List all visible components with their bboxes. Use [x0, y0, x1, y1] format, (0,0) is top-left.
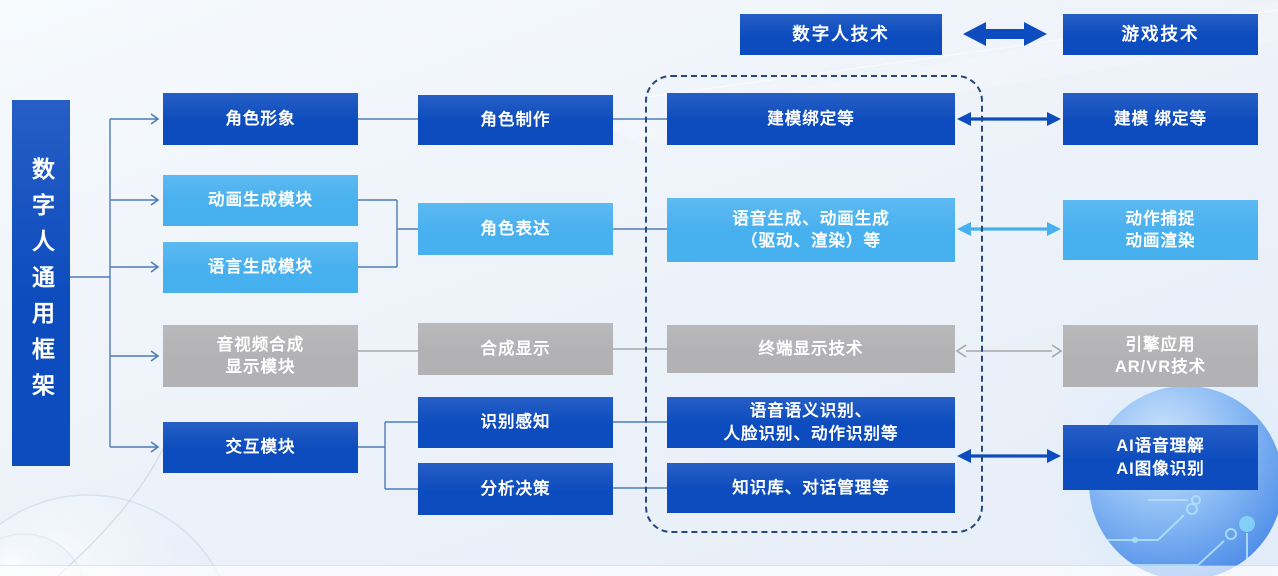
module-stage-links — [358, 118, 418, 490]
header-game-tech: 游戏技术 — [1063, 14, 1258, 55]
row4-double-arrow-icon — [957, 449, 1061, 463]
box-analysis-decision: 分析决策 — [418, 463, 613, 515]
box-recognition-perception: 识别感知 — [418, 397, 613, 448]
digital-human-tech-boundary — [645, 75, 983, 533]
box-knowledge-dialog: 知识库、对话管理等 — [667, 463, 955, 513]
framework-branch-lines — [70, 113, 160, 453]
box-game-modeling-binding: 建模 绑定等 — [1063, 93, 1258, 145]
header-digital-human-tech: 数字人技术 — [740, 14, 942, 55]
box-modeling-binding: 建模绑定等 — [667, 93, 955, 145]
row3-double-arrow-icon — [955, 344, 1063, 358]
framework-title: 数字人通用框架 — [12, 100, 70, 466]
box-motion-capture-render: 动作捕捉 动画渲染 — [1063, 200, 1258, 260]
box-voice-animation-generation: 语音生成、动画生成 （驱动、渲染）等 — [667, 198, 955, 262]
box-language-module: 语言生成模块 — [163, 242, 358, 293]
box-role-image: 角色形象 — [163, 93, 358, 145]
box-terminal-display: 终端显示技术 — [667, 325, 955, 373]
box-composite-display: 合成显示 — [418, 323, 613, 375]
stage-tech-links — [613, 118, 667, 489]
box-engine-arvr: 引擎应用 AR/VR技术 — [1063, 325, 1258, 387]
box-av-display-module: 音视频合成 显示模块 — [163, 325, 358, 387]
box-speech-face-recognition: 语音语义识别、 人脸识别、动作识别等 — [667, 397, 955, 448]
row1-double-arrow-icon — [957, 112, 1061, 126]
box-ai-speech-image: AI语音理解 AI图像识别 — [1063, 425, 1258, 490]
box-interaction-module: 交互模块 — [163, 422, 358, 473]
decorative-curve — [57, 437, 169, 576]
box-animation-module: 动画生成模块 — [163, 175, 358, 226]
row2-double-arrow-icon — [957, 222, 1061, 236]
box-role-expression: 角色表达 — [418, 203, 613, 255]
glass-bubble-small — [0, 533, 84, 576]
header-double-arrow-icon — [963, 22, 1047, 46]
box-role-production: 角色制作 — [418, 95, 613, 145]
